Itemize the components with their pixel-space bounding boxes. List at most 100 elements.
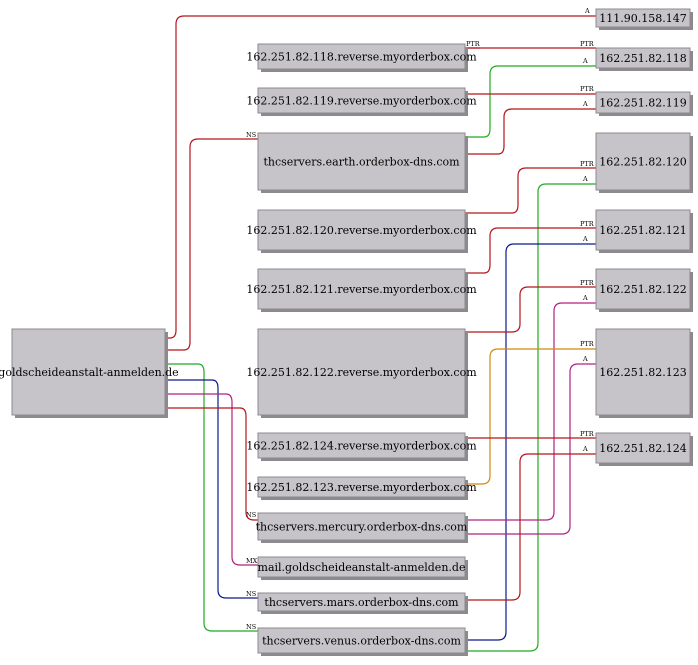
edge-rev119-ip119: PTR [465, 85, 596, 95]
node-rev-121: 162.251.82.121.reverse.myorderbox.com [246, 268, 477, 312]
node-box [595, 8, 691, 28]
node-box [595, 47, 691, 69]
node-label: 111.90.158.147 [599, 12, 686, 25]
edge-label-a: A [582, 355, 588, 363]
edge-rev121-ip121: PTR [465, 220, 596, 274]
edge-domain-earth: NS [165, 131, 258, 351]
node-label: 162.251.82.121.reverse.myorderbox.com [246, 283, 477, 296]
edge-mars-ip124: A [465, 445, 596, 601]
edge-label-ns: NS [246, 511, 256, 519]
edge-rev123-ip123: PTR [465, 340, 596, 485]
edge-label-ptr: PTR [580, 40, 595, 48]
edge-label-ptr: PTR [580, 279, 595, 287]
node-box [595, 268, 691, 310]
edge-line [465, 286, 596, 333]
edge-line [165, 15, 596, 339]
node-box [257, 512, 466, 541]
edge-label-ptr: PTR [466, 40, 481, 48]
edge-domain-venus: NS [165, 363, 258, 632]
node-label: 162.251.82.121 [599, 224, 686, 237]
node-label: 162.251.82.118.reverse.myorderbox.com [246, 51, 477, 64]
edge-label-ptr: PTR [580, 430, 595, 438]
edge-label-ns: NS [246, 590, 256, 598]
node-ip-122: 162.251.82.122 [595, 268, 693, 312]
edges-layer: ANSNSNSMXNSPTRPTRAPTRAPTRAPTRAPTRAPTRAPT… [165, 7, 596, 652]
node-label: 162.251.82.118 [599, 52, 686, 65]
edge-label-ptr: PTR [580, 160, 595, 168]
node-box [257, 556, 466, 578]
node-box [257, 132, 466, 191]
node-box [257, 209, 466, 251]
node-rev-119: 162.251.82.119.reverse.myorderbox.com [246, 87, 477, 116]
edge-label-ns: NS [246, 131, 256, 139]
node-domain: goldscheideanstalt-anmelden.de [0, 328, 179, 418]
edge-mercury-ip123: A [465, 355, 596, 535]
node-box [257, 328, 466, 416]
node-box [257, 432, 466, 459]
node-box [257, 592, 466, 612]
node-label: 162.251.82.123.reverse.myorderbox.com [246, 481, 477, 494]
node-ip-120: 162.251.82.120 [595, 132, 693, 193]
edge-domain-mars: NS [165, 379, 258, 599]
edge-label-ptr: PTR [580, 220, 595, 228]
node-label: mail.goldscheideanstalt-anmelden.de [258, 561, 466, 574]
node-box [595, 328, 691, 416]
edge-earth-ip118: A [465, 57, 596, 138]
node-label: 162.251.82.123 [599, 366, 686, 379]
node-box [257, 268, 466, 310]
edge-line [465, 363, 596, 535]
edge-domain-mail: MX [165, 393, 258, 566]
edge-label-ptr: PTR [580, 340, 595, 348]
edge-venus-ip120: A [465, 175, 596, 652]
node-rev-124: 162.251.82.124.reverse.myorderbox.com [246, 432, 477, 461]
node-label: 162.251.82.124.reverse.myorderbox.com [246, 440, 477, 453]
edge-label-a: A [582, 235, 588, 243]
node-box [11, 328, 166, 416]
edge-label-a: A [582, 57, 588, 65]
edge-label-mx: MX [246, 557, 258, 565]
node-box [595, 132, 691, 191]
node-label: 162.251.82.122.reverse.myorderbox.com [246, 366, 477, 379]
node-ip-121: 162.251.82.121 [595, 209, 693, 253]
edge-line [465, 227, 596, 274]
node-label: 162.251.82.120.reverse.myorderbox.com [246, 224, 477, 237]
node-label: 162.251.82.119 [599, 97, 686, 110]
node-box [257, 43, 466, 70]
edge-rev120-ip120: PTR [465, 160, 596, 214]
edge-label-a: A [582, 445, 588, 453]
edge-line [165, 393, 258, 566]
node-mercury: thcservers.mercury.orderbox-dns.com [256, 512, 468, 543]
node-mars: thcservers.mars.orderbox-dns.com [257, 592, 468, 614]
edge-rev124-ip124: PTR [465, 430, 596, 439]
edge-line [465, 453, 596, 601]
edge-mercury-ip122: A [465, 294, 596, 521]
node-earth: thcservers.earth.orderbox-dns.com [257, 132, 468, 193]
edge-domain-ip111: A [165, 7, 596, 339]
node-rev-122: 162.251.82.122.reverse.myorderbox.com [246, 328, 477, 418]
node-label: thcservers.mercury.orderbox-dns.com [256, 521, 468, 534]
node-rev-120: 162.251.82.120.reverse.myorderbox.com [246, 209, 477, 253]
node-ip-123: 162.251.82.123 [595, 328, 693, 418]
node-mail: mail.goldscheideanstalt-anmelden.de [257, 556, 468, 580]
edge-line [165, 363, 258, 632]
edge-venus-ip121: A [465, 235, 596, 641]
edge-line [465, 65, 596, 138]
nodes-layer: goldscheideanstalt-anmelden.de 111.90.158… [0, 8, 693, 656]
edge-earth-ip119: A [465, 100, 596, 155]
edge-label-a: A [584, 7, 590, 15]
edge-label-a: A [582, 294, 588, 302]
node-box [257, 87, 466, 114]
node-label: thcservers.mars.orderbox-dns.com [264, 596, 459, 609]
node-label: 162.251.82.119.reverse.myorderbox.com [246, 95, 477, 108]
edge-rev122-ip122: PTR [465, 279, 596, 333]
node-label: thcservers.venus.orderbox-dns.com [262, 635, 461, 648]
edge-line [465, 243, 596, 641]
edge-line [465, 348, 596, 485]
node-venus: thcservers.venus.orderbox-dns.com [257, 627, 468, 656]
node-box [257, 476, 466, 498]
node-ip-119: 162.251.82.119 [595, 91, 693, 116]
edge-line [465, 167, 596, 214]
node-box [257, 627, 466, 654]
edge-domain-mercury: NS [165, 407, 258, 521]
